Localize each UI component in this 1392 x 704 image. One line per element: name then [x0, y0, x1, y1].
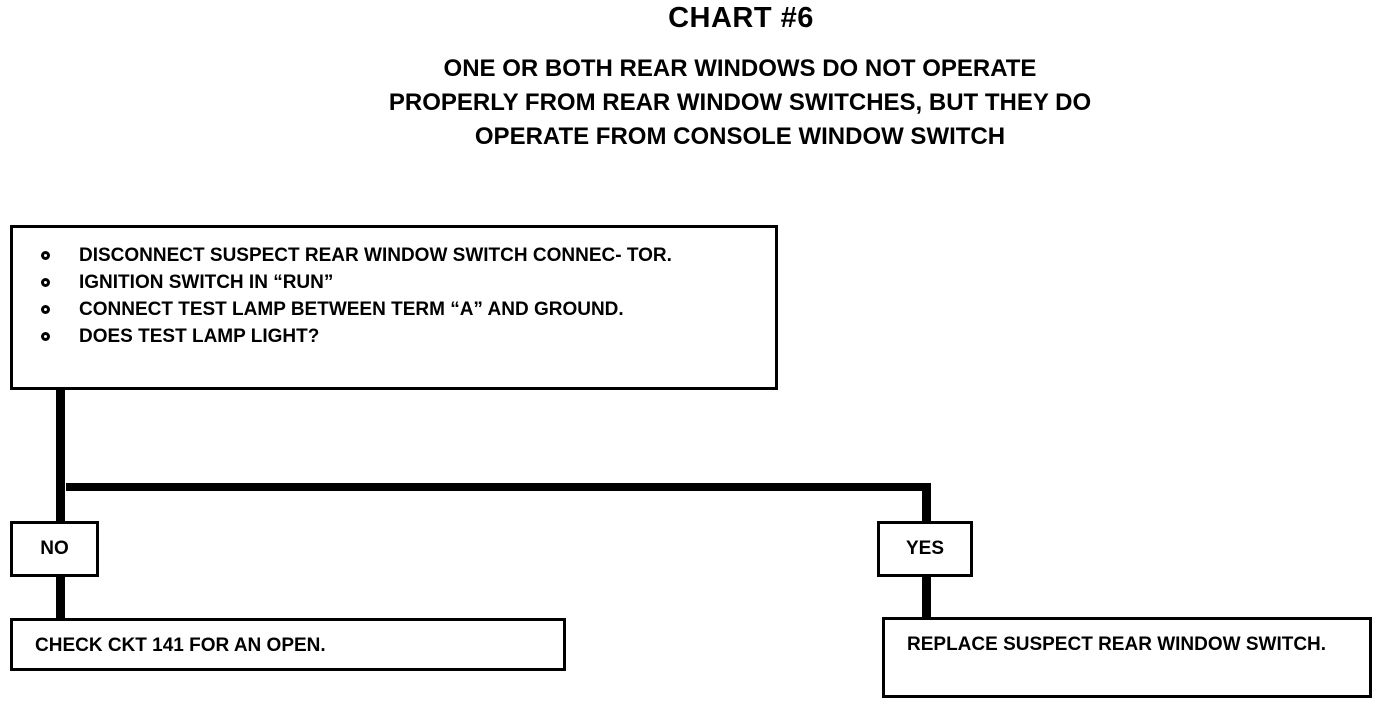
- test-step-text: DOES TEST LAMP LIGHT?: [79, 326, 320, 347]
- test-step-item: DISCONNECT SUSPECT REAR WINDOW SWITCH CO…: [35, 242, 719, 269]
- connector-no-result: [56, 577, 65, 618]
- no-result-box: CHECK CKT 141 FOR AN OPEN.: [10, 618, 566, 671]
- test-step-item: IGNITION SWITCH IN “RUN”: [35, 269, 755, 296]
- subtitle-line-3: OPERATE FROM CONSOLE WINDOW SWITCH: [474, 123, 1006, 150]
- connector-main-down: [56, 390, 65, 521]
- test-step-text: DISCONNECT SUSPECT REAR WINDOW SWITCH CO…: [79, 245, 672, 266]
- chart-subtitle: ONE OR BOTH REAR WINDOWS DO NOT OPERATE …: [300, 52, 1180, 154]
- no-label-text: NO: [40, 538, 69, 559]
- no-branch-label: NO: [10, 521, 99, 577]
- test-step-item: CONNECT TEST LAMP BETWEEN TERM “A” AND G…: [35, 296, 755, 323]
- yes-branch-label: YES: [877, 521, 973, 577]
- connector-horizontal: [66, 483, 931, 491]
- chart-title: CHART #6: [668, 2, 814, 34]
- test-step-text: CONNECT TEST LAMP BETWEEN TERM “A” AND G…: [79, 299, 624, 320]
- connector-yes-result: [922, 577, 931, 617]
- yes-result-text: REPLACE SUSPECT REAR WINDOW SWITCH.: [907, 634, 1327, 655]
- yes-label-text: YES: [905, 538, 945, 559]
- bullet-icon: [41, 305, 50, 314]
- no-result-text: CHECK CKT 141 FOR AN OPEN.: [35, 635, 326, 656]
- subtitle-line-1: ONE OR BOTH REAR WINDOWS DO NOT OPERATE: [443, 55, 1037, 82]
- bullet-icon: [41, 251, 50, 260]
- bullet-icon: [41, 278, 50, 287]
- bullet-icon: [41, 332, 50, 341]
- test-step-item: DOES TEST LAMP LIGHT?: [35, 323, 755, 350]
- connector-yes-down: [922, 483, 931, 521]
- test-step-list: DISCONNECT SUSPECT REAR WINDOW SWITCH CO…: [35, 242, 755, 350]
- yes-result-box: REPLACE SUSPECT REAR WINDOW SWITCH.: [882, 617, 1372, 698]
- test-step-box: DISCONNECT SUSPECT REAR WINDOW SWITCH CO…: [10, 225, 778, 390]
- subtitle-line-2: PROPERLY FROM REAR WINDOW SWITCHES, BUT …: [388, 89, 1092, 116]
- test-step-text: IGNITION SWITCH IN “RUN”: [79, 272, 334, 293]
